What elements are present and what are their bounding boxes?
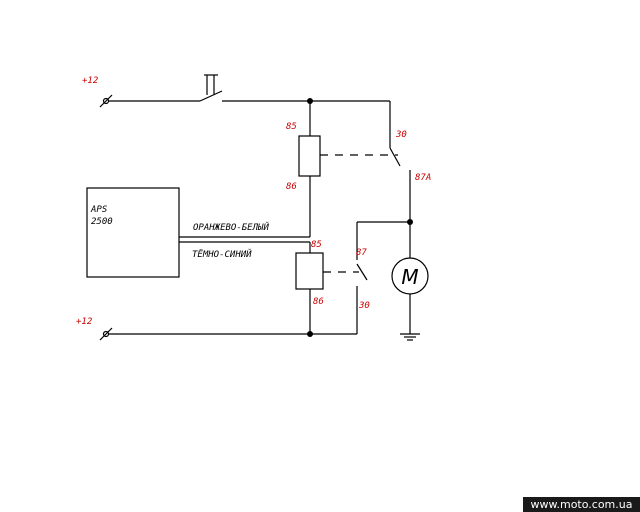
- relay-top-87a-label: 87A: [415, 173, 431, 183]
- power-bottom-label: +12: [76, 317, 92, 327]
- aps-module: [86, 187, 180, 278]
- wire-dark-blue-label: ТЁМНО-СИНИЙ: [192, 248, 252, 260]
- push-button-switch: [199, 74, 310, 102]
- relay-bottom-87-label: 87: [356, 248, 367, 258]
- watermark: www.moto.com.ua: [523, 497, 640, 512]
- relay-bottom-coil: [295, 252, 324, 290]
- relay-bottom-86-label: 86: [313, 297, 324, 307]
- wire-orange-white-label: ОРАНЖЕВО-БЕЛЫЙ: [193, 221, 269, 233]
- power-top-label: +12: [82, 76, 98, 86]
- relay-top-coil: [298, 135, 321, 177]
- power-top-terminal-slash: [99, 94, 113, 108]
- relay-top-86-label: 86: [286, 182, 297, 192]
- power-bottom-terminal-slash: [99, 327, 113, 341]
- relay-top-85-label: 85: [286, 122, 297, 132]
- relay-top-30-label: 30: [395, 130, 407, 140]
- motor-symbol: M: [401, 265, 418, 289]
- aps-module-line1: APS: [90, 205, 108, 215]
- relay-bottom-30-label: 30: [358, 301, 370, 311]
- relay-bottom-85-label: 85: [311, 240, 322, 250]
- aps-module-line2: 2500: [91, 217, 113, 227]
- ground-icon: [400, 333, 420, 341]
- junction-bottom: [307, 331, 313, 337]
- relay-bottom-contact-blade: [356, 263, 368, 281]
- relay-top-contact-blade: [389, 147, 401, 167]
